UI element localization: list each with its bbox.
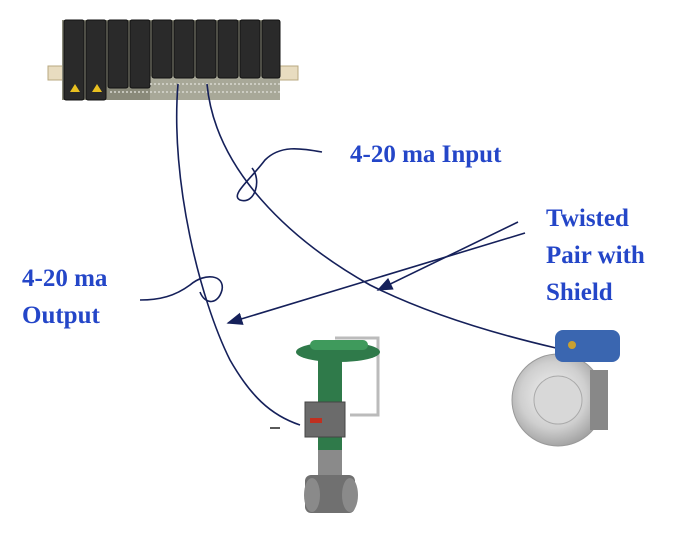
- twisted-pair-line-1: Twisted: [546, 205, 629, 232]
- output-line-1: 4-20 ma: [22, 265, 108, 292]
- io-rack: [47, 19, 299, 101]
- output-loop: [139, 276, 223, 303]
- twisted-pair-line-3: Shield: [546, 279, 613, 306]
- output-line-2: Output: [22, 302, 100, 329]
- output-label: 4-20 ma Output: [22, 260, 107, 334]
- input-wire: [206, 83, 557, 349]
- input-loop: [236, 148, 323, 202]
- wires: [139, 83, 557, 426]
- twisted-pair-label: Twisted Pair with Shield: [546, 200, 645, 311]
- twisted-pair-line-2: Pair with: [546, 242, 645, 269]
- control-valve: [270, 336, 380, 513]
- pressure-transmitter: [511, 330, 620, 447]
- twisted-pair-arrow-2: [226, 232, 526, 325]
- input-label: 4-20 ma Input: [350, 141, 502, 168]
- output-wire: [175, 83, 301, 426]
